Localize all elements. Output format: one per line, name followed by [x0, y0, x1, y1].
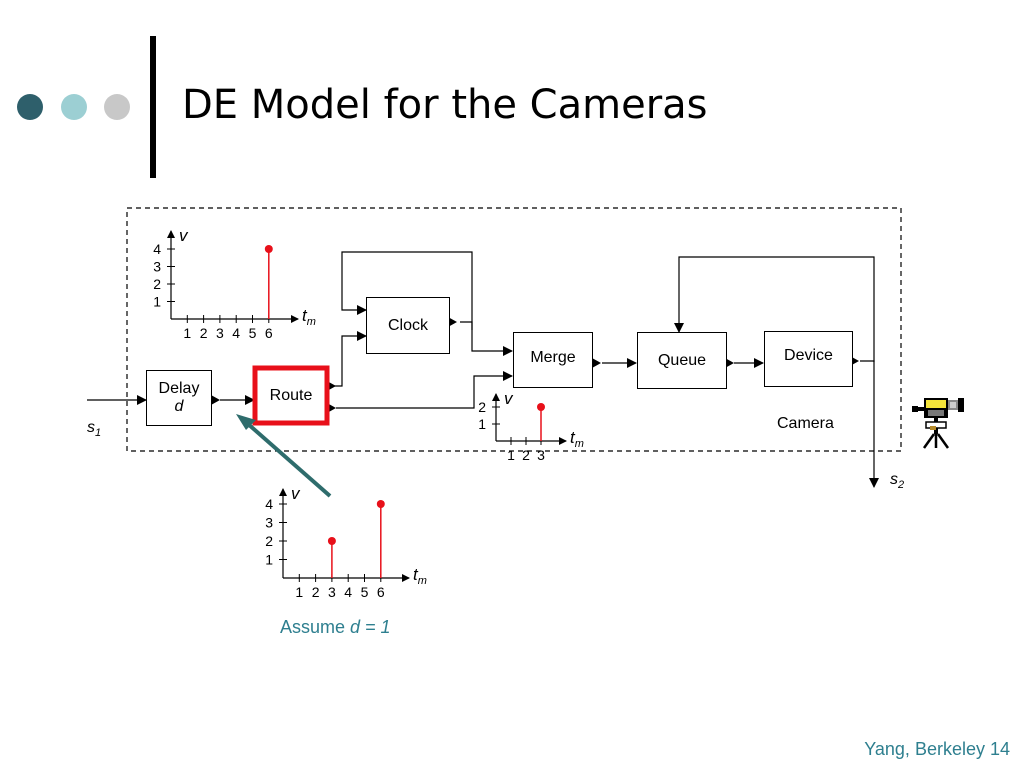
- stem-point: [376, 500, 385, 508]
- annotation-arrow: [236, 414, 332, 498]
- signal-s1-label: s1: [87, 419, 101, 439]
- title-divider: [150, 36, 156, 178]
- route-highlight-frame: [252, 365, 330, 426]
- y-tick-label: 2: [478, 399, 486, 415]
- wire-clock-feedback: [341, 251, 473, 330]
- x-tick-label: 4: [344, 584, 352, 600]
- device-label: Device: [784, 347, 833, 364]
- y-tick-label: 2: [265, 533, 273, 549]
- x-tick-label: 3: [537, 447, 545, 463]
- y-tick-label: 4: [265, 496, 273, 512]
- y-axis-label: v: [179, 226, 189, 245]
- bullet-dot-1: [17, 94, 43, 120]
- x-tick-label: 3: [216, 325, 224, 341]
- x-tick-label: 2: [522, 447, 530, 463]
- x-tick-label: 3: [328, 584, 336, 600]
- clock-label: Clock: [387, 316, 428, 334]
- wire-route-clock: [334, 331, 367, 387]
- stem-point: [264, 245, 273, 253]
- signal-s1-name: s: [87, 419, 95, 436]
- x-tick-label: 2: [200, 325, 208, 341]
- y-axis-label: v: [504, 389, 514, 408]
- x-tick-label: 1: [507, 447, 515, 463]
- signal-s1-sub: 1: [95, 427, 102, 440]
- x-tick-label: 5: [249, 325, 257, 341]
- route-block: Route: [258, 371, 324, 420]
- x-tick-label: 1: [183, 325, 191, 341]
- clock-block: Clock: [366, 297, 450, 354]
- y-tick-label: 2: [153, 276, 161, 292]
- signal-s2-name: s: [890, 471, 898, 488]
- wire-device-feedback: [674, 256, 875, 362]
- merge-block: Merge: [513, 332, 593, 388]
- footer-credit: Yang, Berkeley 14: [864, 739, 1010, 759]
- signal-s2-label: s2: [890, 471, 904, 491]
- y-tick-label: 1: [153, 294, 161, 310]
- bullet-dot-2: [61, 94, 87, 120]
- x-tick-label: 5: [361, 584, 369, 600]
- stem-point: [537, 403, 545, 411]
- delay-label: Delay: [158, 380, 200, 397]
- y-tick-label: 3: [153, 259, 161, 275]
- port-clock-out: [448, 317, 457, 327]
- device-block: Device: [764, 331, 853, 387]
- bullet-dot-3: [104, 94, 130, 120]
- y-tick-label: 4: [153, 241, 161, 257]
- x-axis-label-sub: m: [307, 316, 316, 328]
- route-label: Route: [269, 386, 313, 404]
- wire-device-s2: [860, 360, 879, 488]
- x-tick-label: 1: [295, 584, 303, 600]
- y-tick-label: 1: [265, 552, 273, 568]
- y-tick-label: 3: [265, 515, 273, 531]
- x-axis-label: tm: [570, 428, 584, 450]
- y-tick-label: 1: [478, 416, 486, 432]
- wire-route-merge: [336, 371, 513, 409]
- port-merge-out: [592, 358, 601, 368]
- x-tick-label: 2: [312, 584, 320, 600]
- x-axis-label-sub: m: [575, 438, 584, 450]
- x-axis-label: tm: [302, 306, 316, 328]
- camera-container: [126, 207, 902, 452]
- camera-icon: [912, 398, 964, 449]
- delay-param: d: [174, 398, 184, 415]
- assumption-prefix: Assume: [280, 617, 351, 637]
- port-queue-out: [725, 358, 734, 368]
- merge-label: Merge: [530, 349, 576, 366]
- x-tick-label: 6: [377, 584, 385, 600]
- assumption-note: Assume d = 1: [280, 617, 391, 638]
- x-tick-label: 6: [265, 325, 273, 341]
- queue-label: Queue: [657, 351, 707, 369]
- y-axis-label: v: [291, 484, 301, 503]
- port-delay-out: [211, 395, 220, 405]
- stem-point: [327, 537, 336, 545]
- x-axis-label-sub: m: [418, 575, 427, 587]
- signal-s2-sub: 2: [898, 479, 905, 492]
- assumption-expression: d = 1: [350, 617, 391, 637]
- camera-label: Camera: [777, 415, 834, 432]
- slide-title: DE Model for the Cameras: [182, 82, 708, 128]
- x-tick-label: 4: [232, 325, 240, 341]
- x-axis-label: tm: [413, 565, 427, 587]
- queue-block: Queue: [637, 332, 727, 389]
- wire-clock-merge: [460, 321, 513, 356]
- delay-block: Delay d: [146, 370, 212, 426]
